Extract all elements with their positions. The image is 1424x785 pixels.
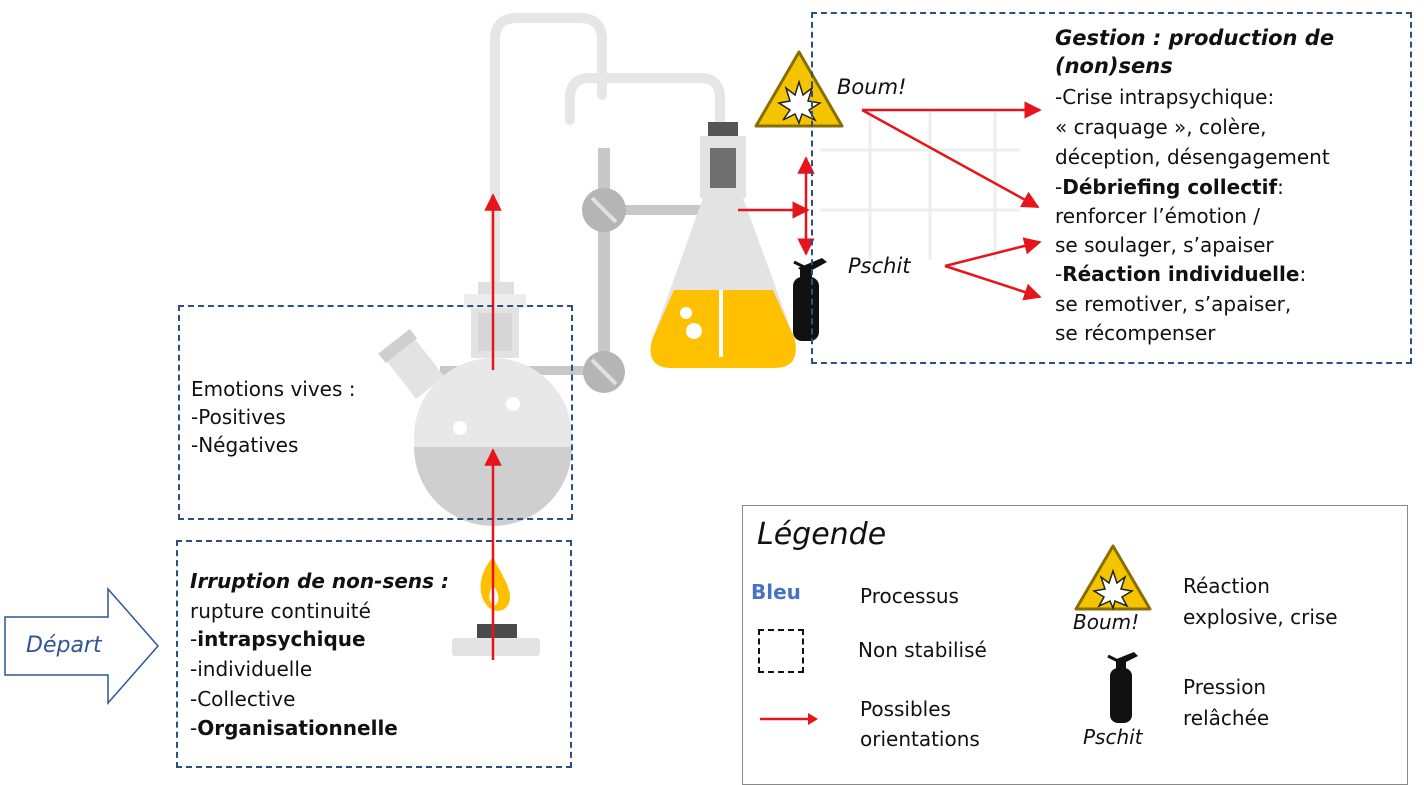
gestion-line-reaction: -Réaction individuelle: [1055, 260, 1306, 288]
item-prefix: - [190, 716, 198, 740]
reaction-suffix: : [1299, 262, 1307, 286]
item-prefix: - [190, 687, 198, 711]
reaction-bold: Réaction individuelle [1062, 262, 1300, 286]
gestion-line-deception: déception, désengagement [1055, 145, 1330, 169]
irruption-subtitle: rupture continuité [190, 599, 371, 623]
warning-explosion-icon [754, 50, 844, 128]
gestion-line-debriefing: -Débriefing collectif: [1055, 173, 1284, 201]
gestion-line-recompenser: se récompenser [1055, 321, 1216, 345]
item-prefix: - [190, 657, 198, 681]
irruption-item-collective: -Collective [190, 685, 295, 713]
reaction-prefix: - [1055, 262, 1063, 286]
irruption-item-organisationnelle: -Organisationnelle [190, 714, 398, 742]
emotions-title: Emotions vives : [191, 377, 356, 401]
gestion-line-remotiver: se remotiver, s’apaiser, [1055, 292, 1292, 316]
irruption-item-intrapsychique: -intrapsychique [190, 625, 366, 653]
legend-arrow-icon [760, 713, 818, 725]
boum-label: Boum! [837, 75, 907, 99]
legend-title: Légende [757, 517, 887, 552]
round-bottom-flask [378, 282, 572, 526]
irruption-box [176, 540, 572, 768]
legend-boum-desc-2: explosive, crise [1183, 605, 1338, 629]
legend-bleu: Bleu [751, 580, 801, 604]
irruption-title: Irruption de non-sens : [190, 569, 450, 593]
item-text: Collective [197, 687, 296, 711]
start-arrow-shape [4, 587, 159, 705]
emotions-box [178, 305, 573, 520]
lab-apparatus-illustration [4, 13, 1042, 705]
start-label: Départ [26, 633, 102, 658]
legend-pschit-desc-2: relâchée [1183, 706, 1270, 730]
gestion-line-renforcer: renforcer l’émotion / [1055, 204, 1261, 228]
item-text: individuelle [197, 657, 313, 681]
erlenmeyer-flask [650, 122, 796, 368]
item-text: intrapsychique [197, 627, 366, 651]
debrief-bold: Débriefing collectif [1062, 175, 1278, 199]
legend-orientations-1: Possibles [860, 697, 951, 721]
legend-non-stabilise: Non stabilisé [858, 638, 987, 662]
legend-pschit-desc-1: Pression [1183, 675, 1267, 699]
legend-pschit: Pschit [1083, 725, 1143, 749]
emotions-item-positive: -Positives [191, 405, 286, 429]
gestion-title-line1: Gestion : production de [1055, 26, 1335, 50]
gestion-line-craquage: « craquage », colère, [1055, 115, 1267, 139]
gestion-line-crise: -Crise intrapsychique: [1055, 85, 1275, 109]
debrief-suffix: : [1277, 175, 1284, 199]
gestion-line-soulager: se soulager, s’apaiser [1055, 233, 1274, 257]
legend-warning-explosion-icon [1074, 544, 1152, 611]
legend-boum: Boum! [1073, 610, 1140, 634]
bunsen-burner [452, 557, 540, 656]
legend-dashed-square-icon [758, 629, 804, 673]
irruption-item-individuelle: -individuelle [190, 655, 312, 683]
emotions-item-negative: -Négatives [191, 433, 299, 457]
legend-fire-extinguisher-icon [1107, 652, 1138, 723]
legend-processus: Processus [860, 584, 959, 608]
background-grid [820, 110, 1020, 260]
legend-boum-desc-1: Réaction [1183, 574, 1270, 598]
gestion-box [811, 12, 1412, 364]
orientation-arrows [484, 101, 1042, 660]
legend-panel [742, 505, 1408, 785]
item-prefix: - [190, 627, 198, 651]
debrief-prefix: - [1055, 175, 1063, 199]
pschit-label: Pschit [848, 254, 911, 278]
item-text: Organisationnelle [197, 716, 398, 740]
legend-orientations-2: orientations [860, 727, 980, 751]
glass-tubing [490, 13, 725, 300]
gestion-title-line2: (non)sens [1055, 54, 1173, 78]
